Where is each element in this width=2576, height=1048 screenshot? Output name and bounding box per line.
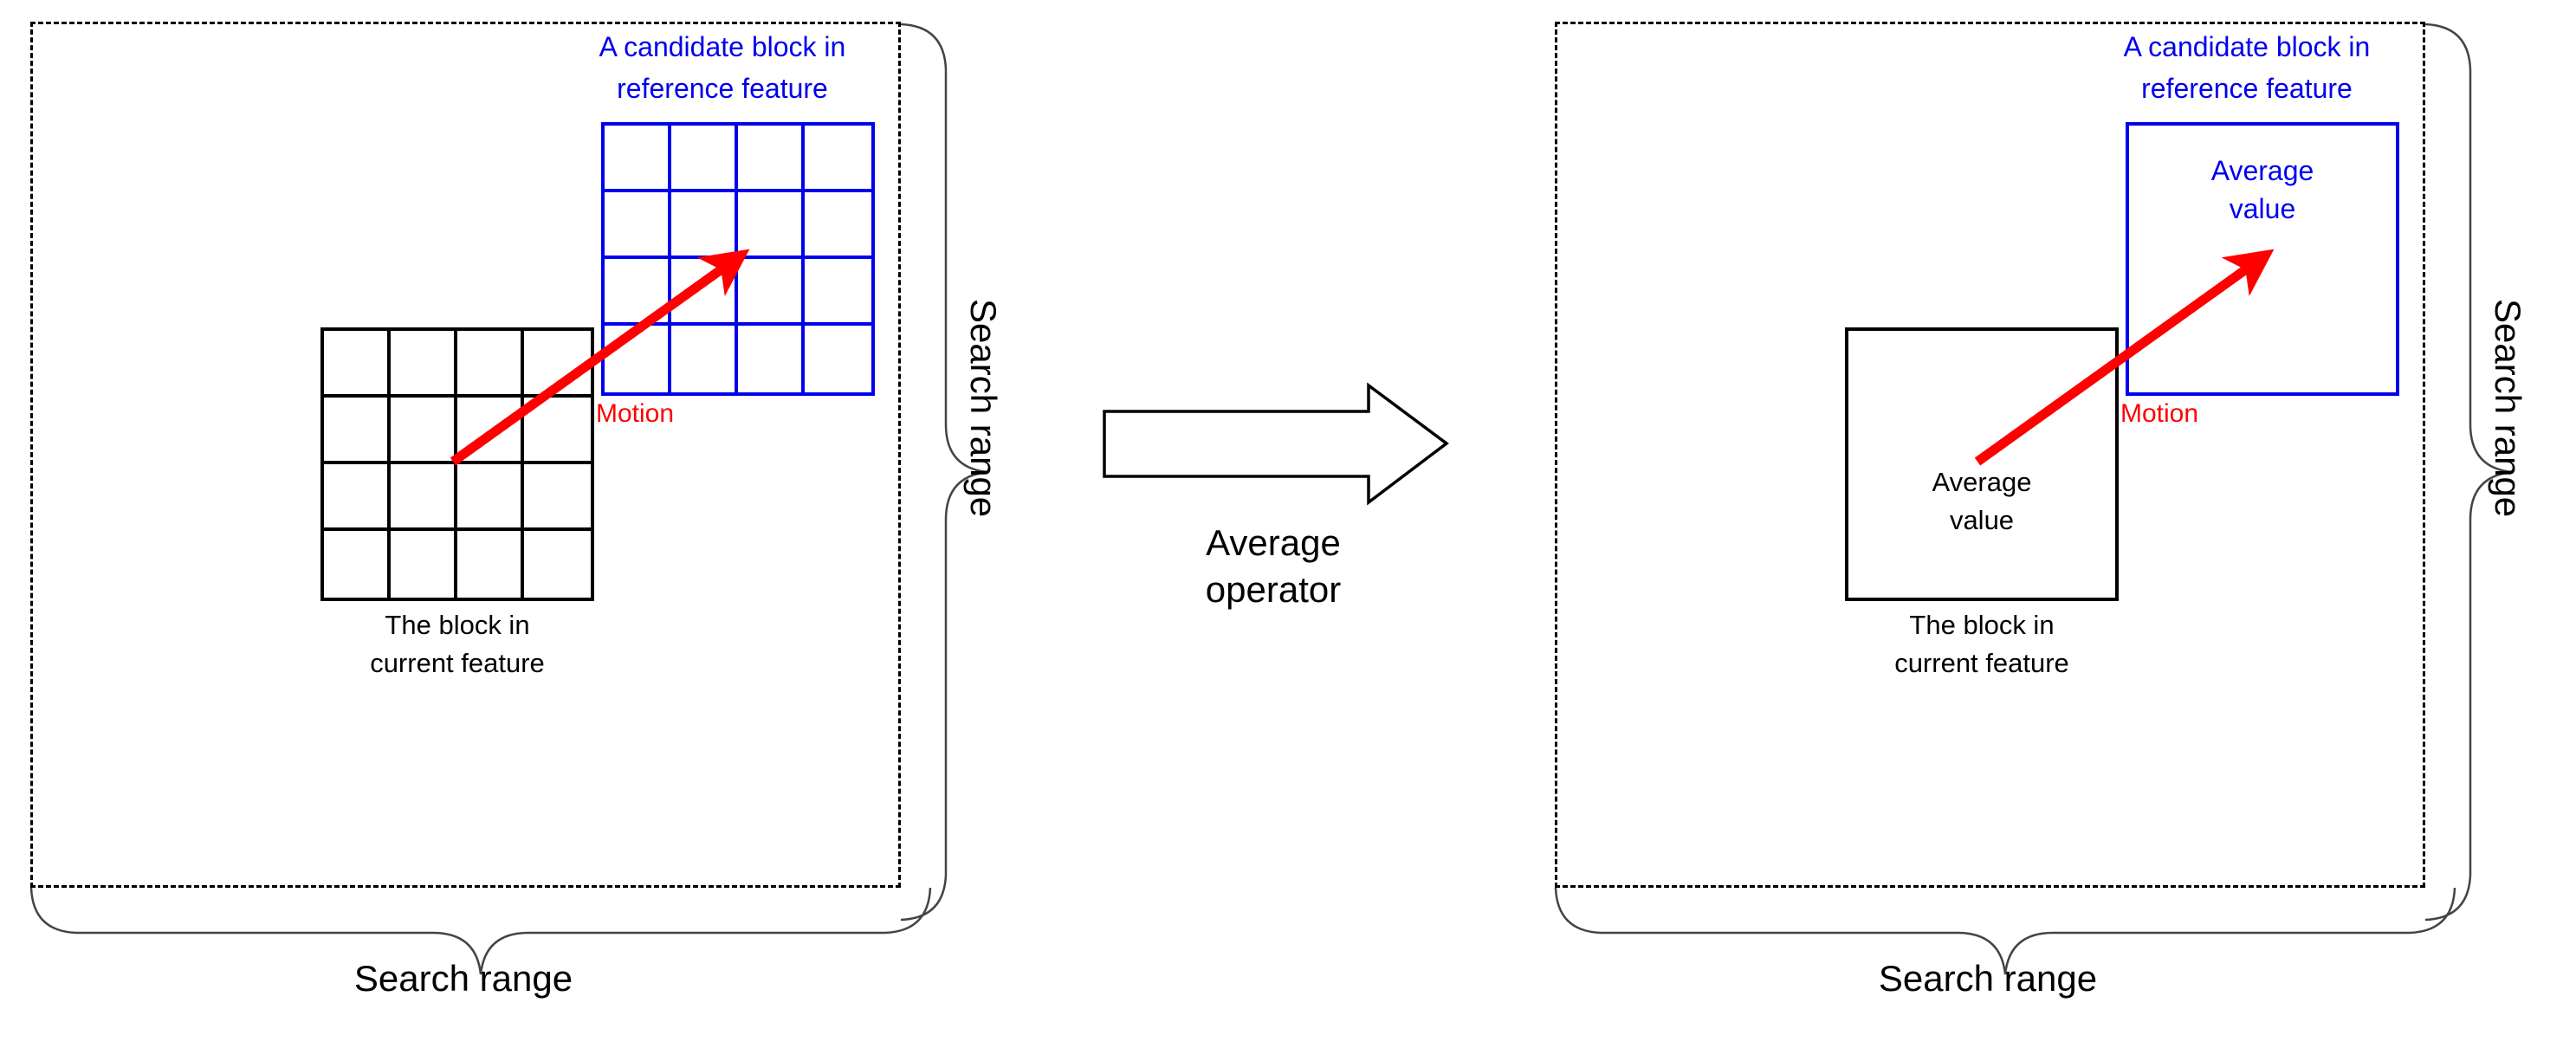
grid-cell — [324, 398, 391, 464]
candidate-block-after — [2126, 122, 2399, 396]
grid-cell — [605, 192, 671, 259]
candidate-block-label-after: A candidate block in reference feature — [2123, 31, 2371, 104]
grid-cell — [524, 464, 591, 531]
grid-cell — [391, 398, 457, 464]
grid-cell — [805, 192, 871, 259]
search-range-box-before — [30, 22, 901, 888]
motion-arrow-before — [450, 249, 750, 466]
operator-label: Average operator — [1205, 522, 1342, 610]
grid-cell — [324, 531, 391, 598]
search-range-box-after — [1555, 22, 2425, 888]
candidate-block-label-before: A candidate block in reference feature — [599, 31, 846, 104]
grid-cell — [738, 326, 805, 392]
candidate-block-grid-before — [601, 122, 875, 396]
current-block-grid-before — [320, 327, 594, 601]
motion-label-before: Motion — [596, 399, 675, 428]
search-range-label-right-before: Search range — [963, 299, 1004, 518]
search-range-bottom-brace-after — [1554, 887, 2456, 975]
grid-cell — [457, 331, 524, 398]
grid-cell — [524, 398, 591, 464]
grid-cell — [671, 126, 738, 192]
grid-cell — [524, 531, 591, 598]
grid-cell — [457, 531, 524, 598]
grid-cell — [324, 331, 391, 398]
search-range-label-bottom-before: Search range — [353, 958, 573, 999]
current-average-value-label: Average value — [1932, 467, 2032, 535]
grid-cell — [738, 126, 805, 192]
current-block-after — [1845, 327, 2119, 601]
grid-cell — [457, 398, 524, 464]
candidate-average-value-label: Average value — [2210, 155, 2314, 224]
grid-cell — [805, 326, 871, 392]
search-range-label-bottom-after: Search range — [1878, 958, 2098, 999]
current-block-label-after: The block in current feature — [1894, 610, 2069, 678]
motion-label-after: Motion — [2120, 399, 2199, 428]
grid-cell — [605, 326, 671, 392]
grid-cell — [391, 531, 457, 598]
search-range-right-brace-before — [900, 23, 988, 922]
grid-cell — [805, 259, 871, 326]
search-range-label-right-after: Search range — [2488, 299, 2528, 518]
grid-cell — [391, 331, 457, 398]
operator-arrow-icon — [1103, 382, 1449, 506]
grid-cell — [738, 192, 805, 259]
grid-cell — [605, 126, 671, 192]
grid-cell — [457, 464, 524, 531]
current-block-label-before: The block in current feature — [370, 610, 545, 678]
search-range-bottom-brace-before — [29, 887, 932, 975]
grid-cell — [524, 331, 591, 398]
grid-cell — [391, 464, 457, 531]
grid-cell — [805, 126, 871, 192]
search-range-right-brace-after — [2424, 23, 2513, 922]
grid-cell — [671, 326, 738, 392]
grid-cell — [738, 259, 805, 326]
grid-cell — [324, 464, 391, 531]
motion-arrow-after — [1974, 249, 2275, 466]
